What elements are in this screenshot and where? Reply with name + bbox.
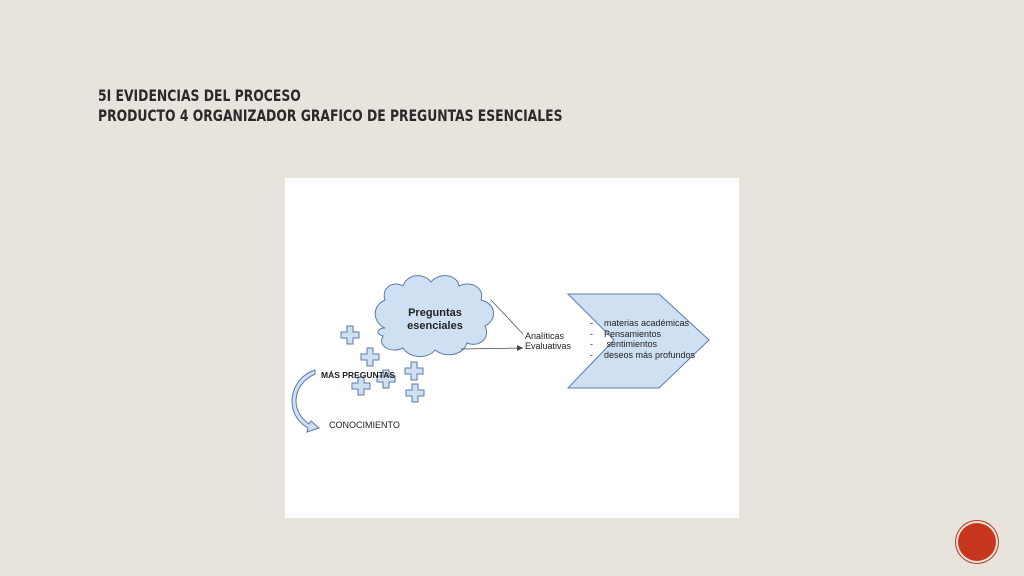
plus-shape-6 [405,383,425,403]
curved-arrow-shape [291,369,320,433]
bullet-text: sentimientos [604,339,658,350]
title-line-2: PRODUCTO 4 ORGANIZADOR GRAFICO DE PREGUN… [98,106,563,125]
bullet-marker: - [590,349,593,360]
bullet-text: materias académicas [604,318,690,328]
cloud-label: Preguntas esenciales [407,307,463,332]
bullet-marker: - [590,318,593,328]
mas-preguntas-label: MÁS PREGUNTAS [321,370,395,380]
slide-nav-button[interactable] [958,523,996,561]
plus-shape-1 [340,325,360,345]
bullet-text: Pensamientos [604,328,662,339]
bullet-text: deseos más profundos [604,349,696,360]
bullet-marker: - [590,339,593,350]
chevron-shape [566,293,710,389]
plus-shape-5 [376,369,396,389]
type-analiticas: Analíticas [525,331,565,341]
conocimiento-label: CONOCIMIENTO [329,420,400,430]
title-line-1: 5I EVIDENCIAS DEL PROCESO [98,86,301,105]
type-evaluativas: Evaluativas [525,341,572,351]
diagram-image: Preguntas esenciales Analíticas Evaluati… [285,178,739,518]
cloud-shape [374,275,494,357]
bullet-marker: - [590,328,593,339]
plus-shape-4 [351,376,371,396]
diagram-shapes [291,275,710,433]
plus-shape-2 [360,347,380,367]
slide-title: 5I EVIDENCIAS DEL PROCESO PRODUCTO 4 ORG… [98,86,563,126]
plus-shape-3 [404,361,424,381]
